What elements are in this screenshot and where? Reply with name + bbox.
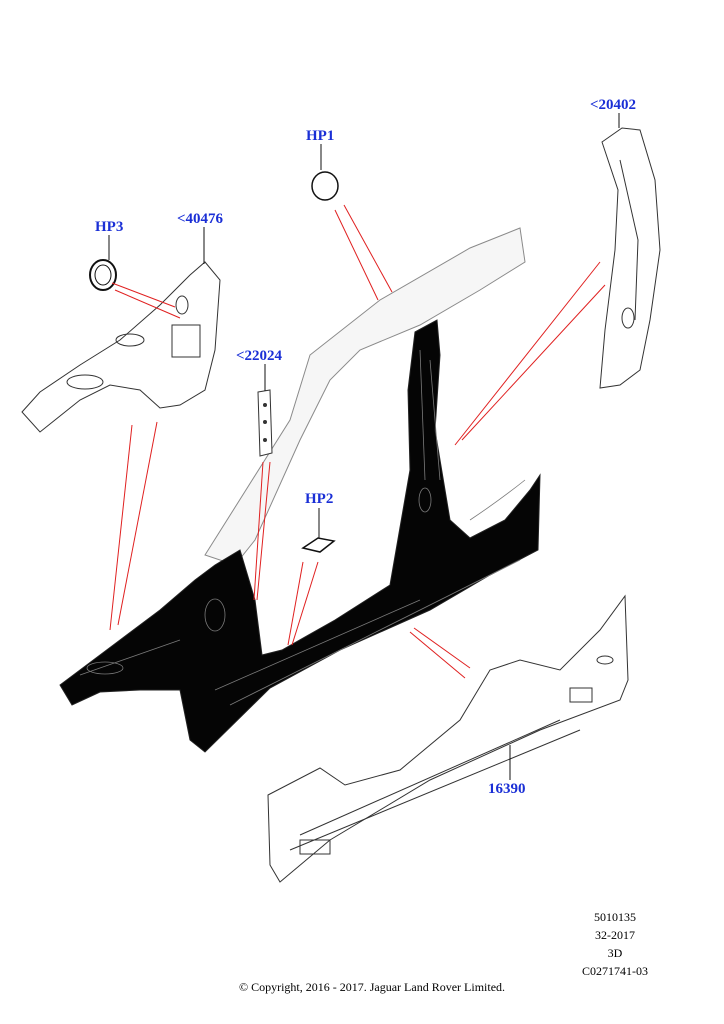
reinforcement-strip	[257, 389, 273, 457]
meta-line-2: 32-2017	[595, 928, 635, 942]
a-pillar-inner-panel	[21, 261, 221, 433]
callout-20402: <20402	[590, 97, 637, 113]
leader-lines	[109, 204, 606, 679]
meta-line-3: 3D	[607, 946, 623, 960]
callout-hp1: HP1	[306, 128, 335, 144]
copyright-text: © Copyright, 2016 - 2017. Jaguar Land Ro…	[238, 980, 506, 994]
callout-22024: <22024	[236, 348, 283, 364]
callout-hp2: HP2	[305, 491, 334, 507]
roof-rail-outline	[204, 227, 526, 566]
hp1-plug	[311, 171, 339, 201]
meta-line-1: 5010135	[594, 910, 636, 924]
callout-hp3: HP3	[95, 219, 124, 235]
b-pillar-reinforcement	[599, 127, 661, 389]
callout-40476: <40476	[177, 211, 224, 227]
hp2-patch	[301, 537, 336, 553]
meta-line-4: C0271741-03	[582, 964, 648, 978]
sill-outer-panel	[267, 594, 629, 883]
body-side-inner-panel	[59, 319, 541, 753]
callout-16390: 16390	[488, 781, 526, 797]
hp3-grommet	[89, 259, 117, 291]
callout-ticks	[108, 113, 620, 780]
